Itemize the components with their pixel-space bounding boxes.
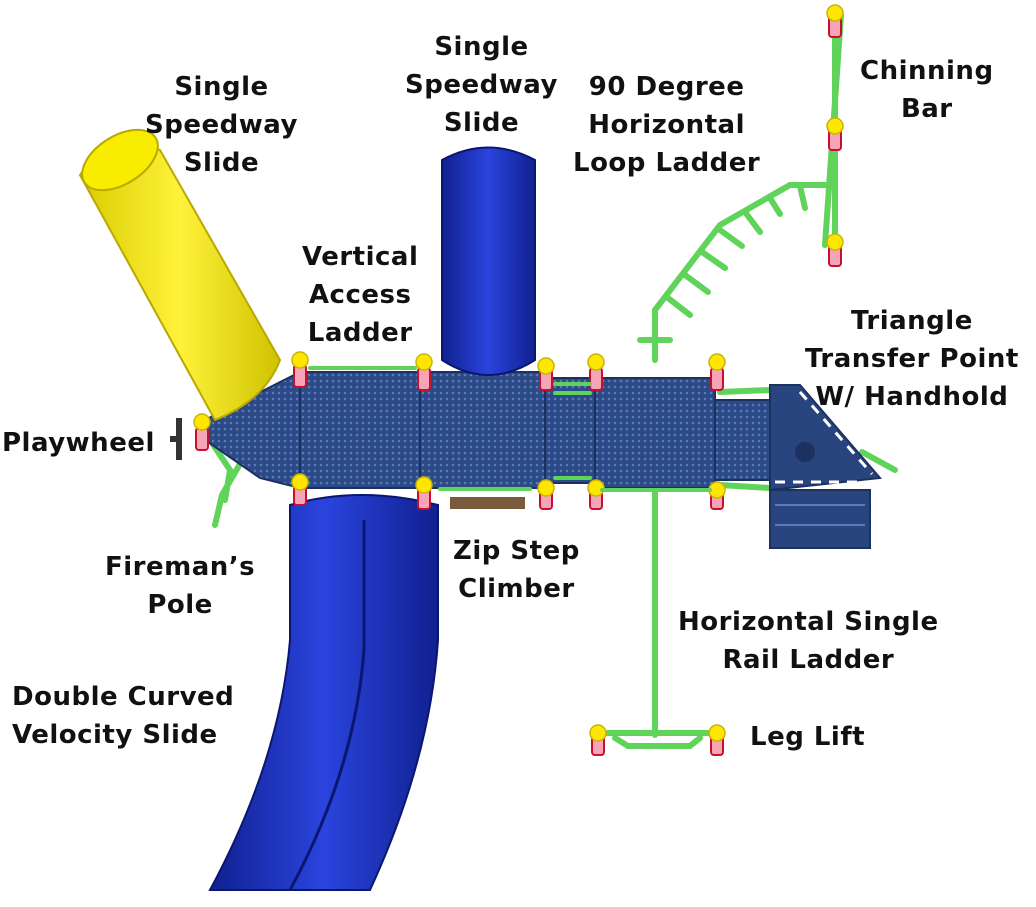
loop-ladder-rails [207, 12, 898, 749]
label-triangle-transfer-point: Triangle Transfer Point W/ Handhold [805, 306, 1019, 412]
label-firemans-pole: Fireman’s Pole [105, 552, 256, 620]
label-double-curved-velocity-slide: Double Curved Velocity Slide [12, 682, 235, 750]
deck [204, 370, 882, 549]
posts [193, 4, 844, 756]
double-curved-velocity-slide [208, 494, 439, 891]
yellow-speedway-slide [78, 128, 282, 422]
label-zip-step-climber: Zip Step Climber [453, 536, 580, 604]
label-single-speedway-slide-center: Single Speedway Slide [405, 32, 558, 138]
label-vertical-access-ladder: Vertical Access Ladder [302, 242, 419, 348]
label-horizontal-single-rail-ladder: Horizontal Single Rail Ladder [678, 607, 939, 675]
blue-speedway-slide [441, 146, 536, 376]
label-leg-lift: Leg Lift [750, 722, 866, 752]
label-playwheel: Playwheel [2, 428, 155, 458]
label-horizontal-loop-ladder: 90 Degree Horizontal Loop Ladder [573, 72, 761, 178]
label-single-speedway-slide-left: Single Speedway Slide [145, 72, 298, 178]
playwheel-graphic [170, 418, 182, 460]
label-chinning-bar: Chinning Bar [860, 56, 994, 124]
